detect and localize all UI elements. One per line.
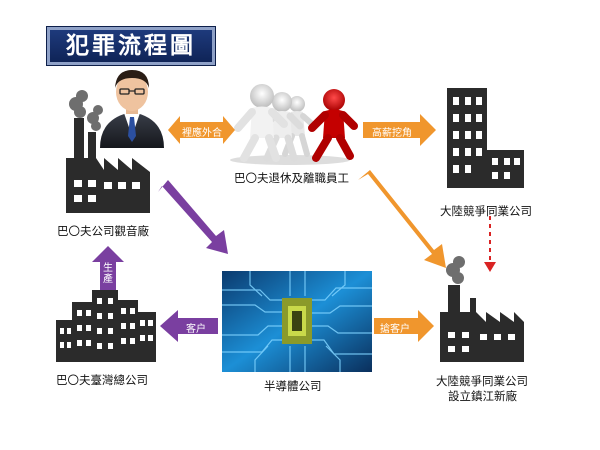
semiconductor-label: 半導體公司: [264, 378, 322, 394]
guanyin-factory-label: 巴〇夫公司觀音廠: [57, 223, 149, 239]
tech-transfer-arrow: [358, 170, 446, 268]
taiwan-headquarters-buildings-icon: [56, 290, 156, 362]
taiwan-headquarters-label: 巴〇夫臺灣總公司: [56, 372, 148, 388]
semiconductor-chip-image: [222, 271, 372, 372]
steal-customer-label: 搶客户: [380, 320, 410, 335]
chinese-company-building-icon: [447, 88, 524, 188]
high-salary-label: 高薪挖角: [372, 124, 412, 139]
new-plant-label-line1: 大陸競爭同業公司: [436, 373, 528, 389]
former-employees-figures: [230, 84, 354, 165]
page-title: 犯罪流程圖: [47, 27, 215, 65]
customer-label: 客户: [186, 320, 206, 335]
inside-outside-label: 裡應外合: [182, 124, 222, 139]
zhenjiang-new-factory-icon: [440, 256, 524, 362]
businessman-image: [100, 70, 164, 148]
dashed-link-arrow: [484, 216, 496, 272]
production-label: 生產: [103, 263, 114, 285]
new-plant-label-line2: 設立鎮江新廠: [448, 388, 517, 404]
chinese-company-label: 大陸競爭同業公司: [440, 203, 532, 219]
former-employees-label: 巴〇夫退休及離職員工: [234, 170, 349, 186]
